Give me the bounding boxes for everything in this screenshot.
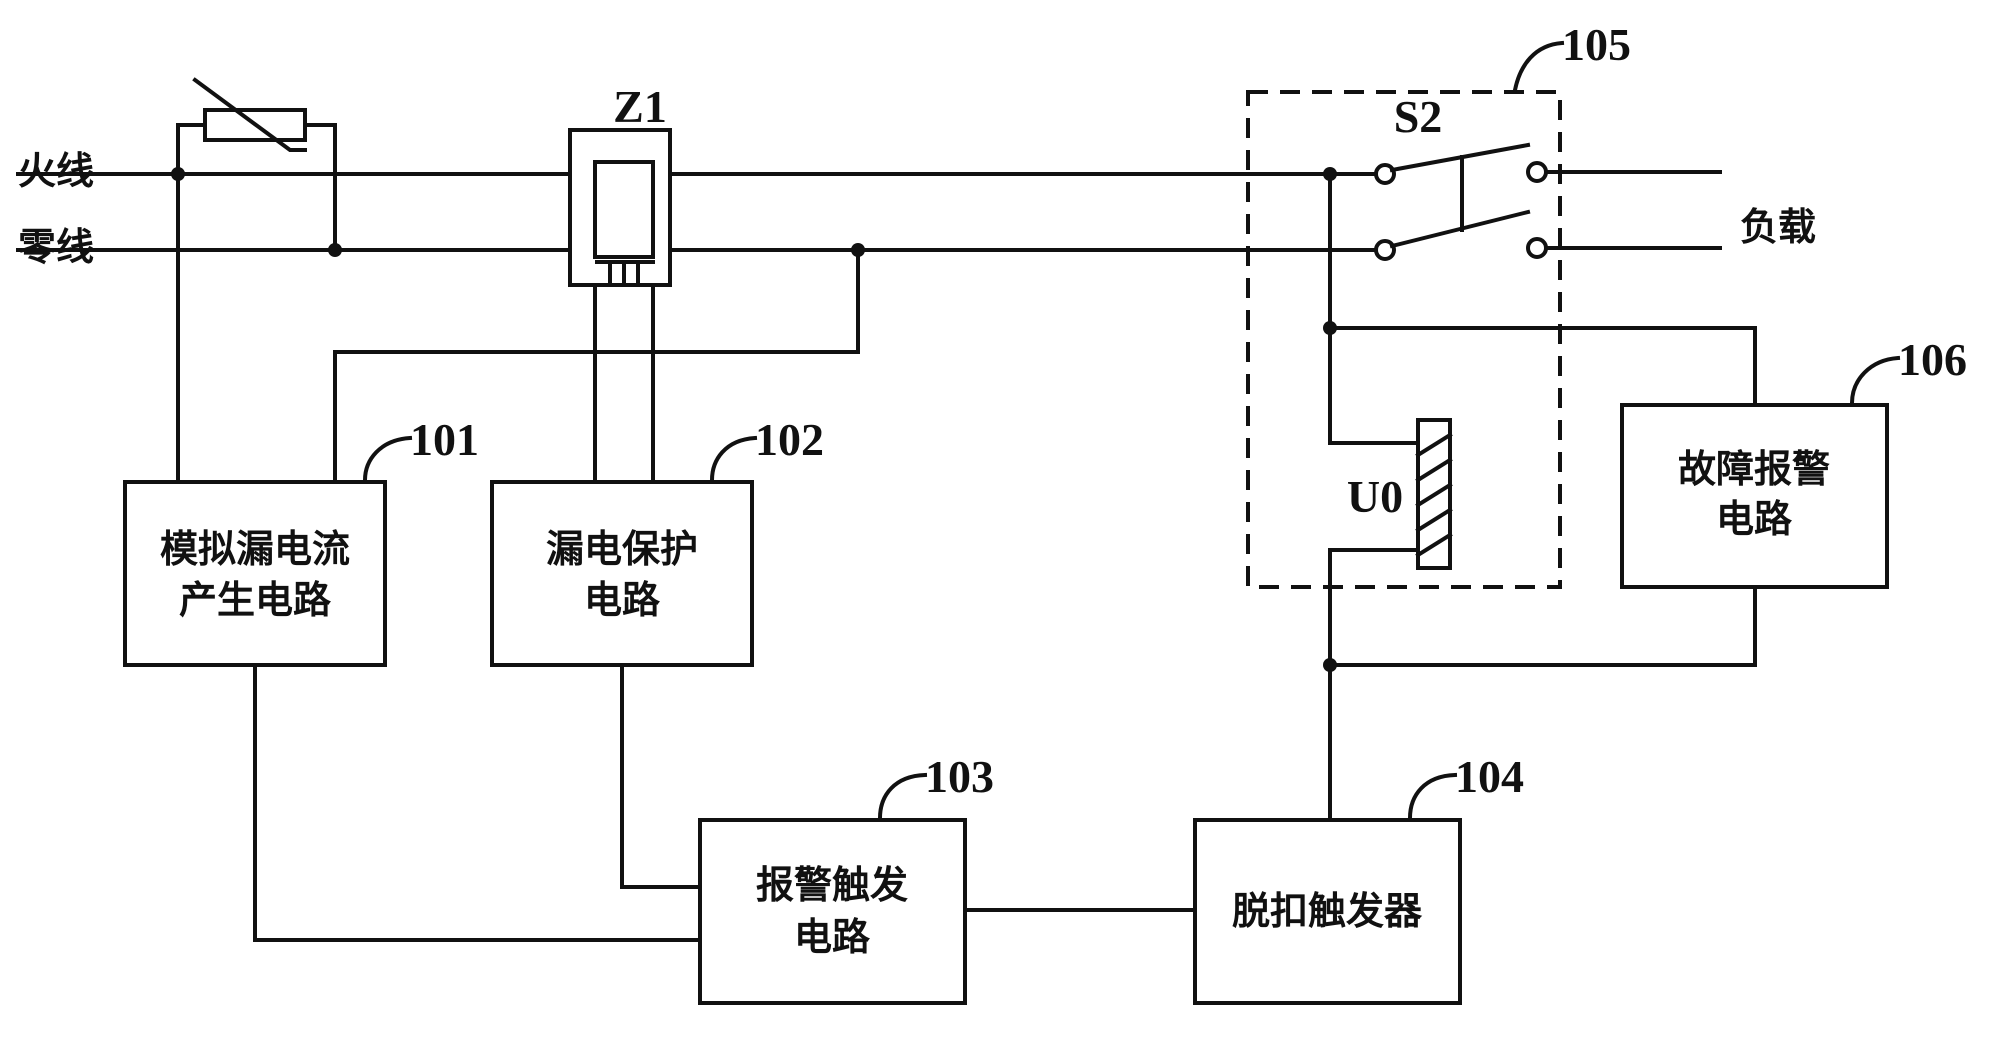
ref-106: 106 <box>1898 334 1967 385</box>
block-103-line1: 报警触发 <box>756 862 908 907</box>
ref-103: 103 <box>925 751 994 802</box>
ref-101: 101 <box>410 414 479 465</box>
block-101-line2: 产生电路 <box>179 577 332 622</box>
label-z1: Z1 <box>613 81 667 132</box>
varistor <box>171 77 342 257</box>
ref-104: 104 <box>1455 751 1524 802</box>
load-label: 负载 <box>1740 204 1816 249</box>
block-104-line1: 脱扣触发器 <box>1232 888 1423 933</box>
block-101-line1: 模拟漏电流 <box>160 526 350 571</box>
switch-enclosure <box>1246 90 1562 589</box>
block-106-fault-alarm: 故障报警 电路 <box>1620 403 1889 589</box>
current-transformer <box>568 128 672 287</box>
ref-105: 105 <box>1562 19 1631 70</box>
block-106-line1: 故障报警 <box>1678 446 1830 491</box>
load-wires <box>1543 170 1722 250</box>
switch-s2 <box>1374 142 1548 261</box>
label-s2: S2 <box>1394 91 1443 142</box>
label-u0: U0 <box>1347 471 1403 522</box>
ref-102: 102 <box>755 414 824 465</box>
block-102-line2: 电路 <box>584 577 661 622</box>
live-line-label: 火线 <box>18 148 94 193</box>
reference-leaders <box>362 40 1901 821</box>
block-102-line1: 漏电保护 <box>546 526 698 571</box>
connection-wires <box>176 172 1757 942</box>
neutral-line-label: 零线 <box>18 224 94 269</box>
block-104-trip-trigger: 脱扣触发器 <box>1193 818 1462 1005</box>
block-103-line2: 电路 <box>794 914 871 959</box>
block-102-leakage-protection: 漏电保护 电路 <box>490 480 754 667</box>
block-103-alarm-trigger: 报警触发 电路 <box>698 818 967 1005</box>
block-106-line2: 电路 <box>1716 496 1793 541</box>
block-101-leakage-generator: 模拟漏电流 产生电路 <box>123 480 387 667</box>
